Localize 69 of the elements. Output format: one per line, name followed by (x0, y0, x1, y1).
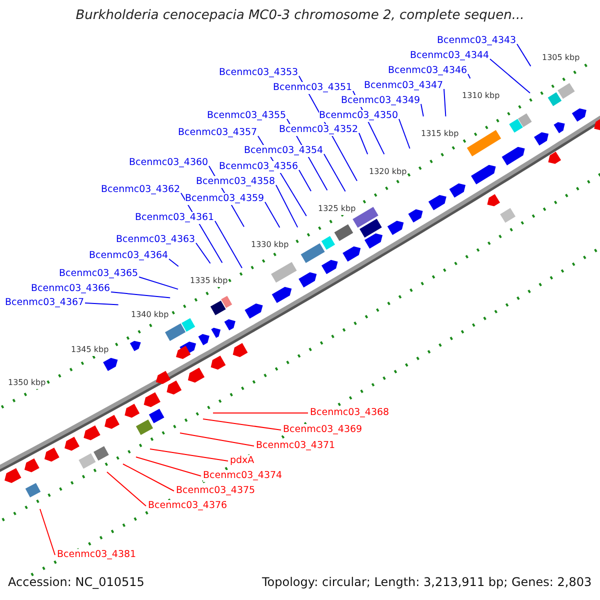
gene-label: pdxA (230, 455, 254, 467)
gene-label: Bcenmc03_4355 (207, 110, 286, 122)
leader-line (202, 418, 282, 430)
leader-line (138, 276, 178, 290)
gene-label: Bcenmc03_4359 (185, 193, 264, 205)
gene-label: Bcenmc03_4366 (31, 283, 110, 295)
gene-label: Bcenmc03_4357 (178, 127, 258, 139)
gene-label: Bcenmc03_4362 (101, 184, 180, 196)
leader-line (214, 220, 242, 268)
leader-line (196, 242, 211, 264)
scale-label: 1350 kbp (8, 377, 46, 389)
leader-line (420, 104, 424, 117)
scale-label: 1340 kbp (131, 309, 169, 321)
gene-label: Bcenmc03_4344 (410, 50, 490, 62)
leader-line (110, 292, 171, 298)
leader-line (398, 118, 410, 149)
gene-label: Bcenmc03_4351 (273, 82, 352, 94)
leader-line (40, 508, 56, 556)
leader-line (136, 456, 202, 476)
leader-line (180, 432, 254, 446)
scale-label: 1315 kbp (421, 128, 459, 140)
gene-label: Bcenmc03_4358 (196, 176, 276, 188)
leader-line (168, 258, 179, 267)
gene-label: Bcenmc03_4343 (437, 35, 516, 47)
map-title: Burkholderia cenocepacia MC0-3 chromosome 2, complete sequen... (74, 10, 526, 22)
leader-line (264, 202, 280, 228)
scale-label: 1325 kbp (318, 203, 356, 215)
gene-label: Bcenmc03_4374 (203, 470, 282, 482)
scale-label: 1330 kbp (251, 239, 289, 251)
gene-label: Bcenmc03_4347 (364, 80, 444, 92)
leader-line (276, 184, 298, 228)
leader-line (324, 154, 346, 192)
scale-label: 1310 kbp (462, 90, 500, 102)
scale-label: 1335 kbp (190, 275, 228, 287)
accession-text: Accession: NC_010515 (8, 576, 144, 588)
leader-line (122, 464, 174, 492)
gene-label: Bcenmc03_4363 (116, 234, 196, 246)
gene-label: Bcenmc03_4352 (279, 124, 358, 136)
leader-line (444, 88, 446, 117)
genome-summary-text: Topology: circular; Length: 3,213,911 bp; Genes: 2,803 (262, 576, 592, 588)
scale-label: 1345 kbp (71, 344, 109, 356)
leader-line (490, 58, 530, 94)
gene-label: Bcenmc03_4364 (89, 250, 168, 262)
leader-line (298, 170, 312, 192)
gene-label: Bcenmc03_4369 (283, 424, 362, 436)
leader-line (516, 44, 532, 67)
gene-label: Bcenmc03_4376 (148, 500, 228, 512)
gene-label: Bcenmc03_4346 (388, 65, 468, 77)
gene-label: Bcenmc03_4371 (256, 440, 336, 452)
gene-label: Bcenmc03_4381 (57, 549, 136, 561)
leader-line (150, 448, 228, 462)
leader-line (212, 412, 308, 414)
gene-label: Bcenmc03_4353 (219, 67, 298, 79)
scale-label: 1320 kbp (369, 166, 407, 178)
gene-label: Bcenmc03_4367 (5, 297, 84, 309)
leader-line (84, 302, 119, 306)
leader-line (358, 132, 368, 155)
gene-label: Bcenmc03_4356 (219, 161, 298, 173)
gene-label: Bcenmc03_4368 (310, 407, 390, 419)
scale-label: 1305 kbp (542, 52, 580, 64)
leader-line (468, 74, 471, 79)
gene-label: Bcenmc03_4350 (319, 110, 398, 122)
gene-label: Bcenmc03_4354 (244, 145, 324, 157)
gene-label: Bcenmc03_4360 (129, 157, 208, 169)
leader-line (106, 472, 146, 506)
gene-label: Bcenmc03_4361 (135, 212, 214, 224)
gene-label: Bcenmc03_4375 (176, 485, 256, 497)
gene-label: Bcenmc03_4349 (341, 95, 420, 107)
gene-label: Bcenmc03_4365 (59, 268, 138, 280)
